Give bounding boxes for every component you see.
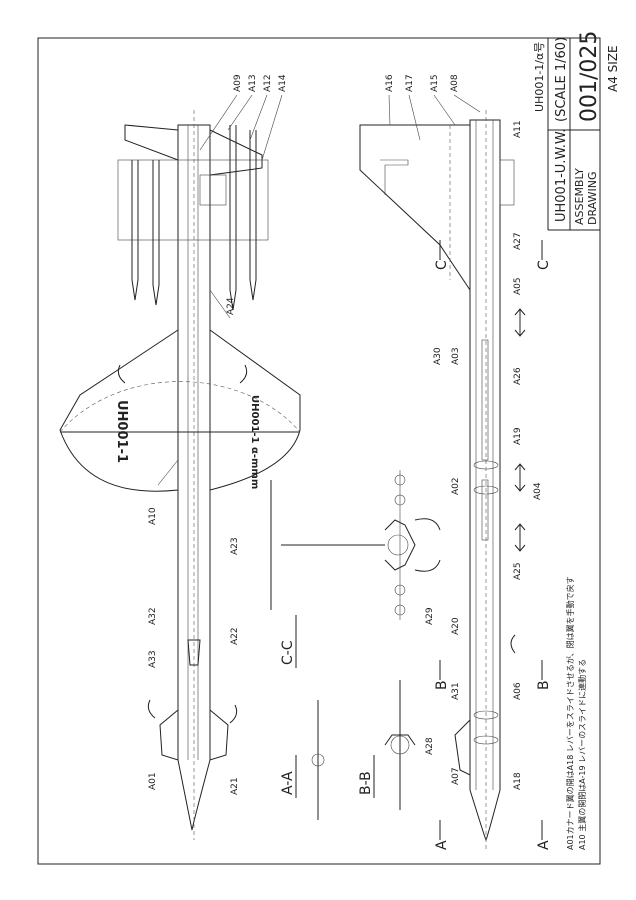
paper-size: A4 SIZE <box>606 45 620 92</box>
callout-a03: A03 <box>451 347 461 365</box>
notes: A01カナード翼の開はA18 レバーをスライドさせるが、閉は翼を手動で戻す A1… <box>565 576 587 850</box>
callout-a29: A29 <box>425 607 435 625</box>
callout-a28: A28 <box>425 737 435 755</box>
main-wing-swept <box>59 329 179 492</box>
callout-a07: A07 <box>451 767 461 785</box>
drawing-number: UH001-1/α号 <box>533 42 546 112</box>
callout-a33: A33 <box>148 650 158 668</box>
callout-a32: A32 <box>148 607 158 625</box>
front-views <box>270 470 441 820</box>
wing-marking-right: UH001-1 α-mmm <box>249 395 260 489</box>
drawing-type-line1: ASSEMBLY <box>573 168 586 225</box>
callout-a08: A08 <box>450 74 460 92</box>
rotate-arrow-icon <box>229 704 238 724</box>
callout-a19: A19 <box>513 427 523 445</box>
callout-a01: A01 <box>148 772 158 790</box>
slide-arrow-icon <box>514 523 526 552</box>
callout-a20: A20 <box>451 617 461 635</box>
callout-a17: A17 <box>405 74 415 92</box>
note-line-2: A10 主翼の開閉はA-19 レバーのスライドに連動する <box>577 659 587 850</box>
drawing-name: UH001-U.W.W. <box>554 129 569 222</box>
tail-fin <box>124 124 179 161</box>
side-view <box>359 110 526 850</box>
canard-top <box>159 708 179 761</box>
slide-arrow-icon <box>514 463 526 492</box>
callout-a22: A22 <box>230 627 240 645</box>
callout-a25: A25 <box>513 562 523 580</box>
rotate-arrow-icon <box>147 699 156 719</box>
callout-a21: A21 <box>230 777 240 795</box>
section-labels: C-C B-B A-A A28 A29 A A B B C C <box>280 240 552 850</box>
view-label-aa: A-A <box>280 771 296 795</box>
wing-marking-left: UH001-1 <box>114 400 129 463</box>
rotate-arrow-icon <box>239 364 248 384</box>
drawing-scale: (SCALE 1/60) <box>554 37 569 122</box>
callout-a11: A11 <box>513 120 523 138</box>
callout-a09: A09 <box>233 74 243 92</box>
vertical-tail <box>359 124 471 292</box>
callout-a02: A02 <box>451 477 461 495</box>
callouts-side-view: A16 A17 A15 A08 A11 A27 A05 A30 A03 A26 … <box>385 74 543 790</box>
callout-a13: A13 <box>248 74 258 92</box>
sheet-number: 001/025 <box>577 31 602 122</box>
note-line-1: A01カナード翼の開はA18 レバーをスライドさせるが、閉は翼を手動で戻す <box>565 576 575 850</box>
main-wing-swept-right <box>209 329 301 491</box>
drawing-border <box>37 37 601 865</box>
callout-a24: A24 <box>226 297 236 315</box>
callout-a16: A16 <box>385 74 395 92</box>
callout-a14: A14 <box>278 74 288 92</box>
callouts-top-view: A09 A13 A12 A14 A24 A10 A23 A22 A32 A33 … <box>148 74 288 795</box>
section-marker-b-right: B <box>536 680 552 690</box>
external-missiles <box>131 125 257 311</box>
callout-a10: A10 <box>148 507 158 525</box>
callout-a30: A30 <box>433 347 443 365</box>
callout-a12: A12 <box>263 74 273 92</box>
view-label-bb: B-B <box>358 771 374 795</box>
rotate-arrow-icon <box>510 634 516 654</box>
section-marker-a-right: A <box>536 840 552 850</box>
section-marker-b-left: B <box>434 680 450 690</box>
rotate-arrow-icon <box>117 364 126 384</box>
callout-a06: A06 <box>513 682 523 700</box>
title-block: UH001-1/α号 UH001-U.W.W. (SCALE 1/60) ASS… <box>533 31 620 231</box>
callout-a04: A04 <box>533 482 543 500</box>
callout-a15: A15 <box>430 74 440 92</box>
drawing-type-line2: DRAWING <box>586 172 599 225</box>
slide-arrow-icon <box>514 308 526 337</box>
top-view: UH001-1 UH001-1 α-mmm <box>59 110 301 840</box>
callout-a05: A05 <box>513 277 523 295</box>
callout-a23: A23 <box>230 537 240 555</box>
fuselage-top <box>177 124 211 831</box>
section-marker-c-right: C <box>536 260 552 270</box>
callout-a31: A31 <box>451 682 461 700</box>
callout-a27: A27 <box>513 232 523 250</box>
view-label-cc: C-C <box>280 640 296 665</box>
callout-a26: A26 <box>513 367 523 385</box>
section-marker-a-left: A <box>434 840 450 850</box>
callout-a18: A18 <box>513 772 523 790</box>
section-marker-c-left: C <box>434 260 450 270</box>
